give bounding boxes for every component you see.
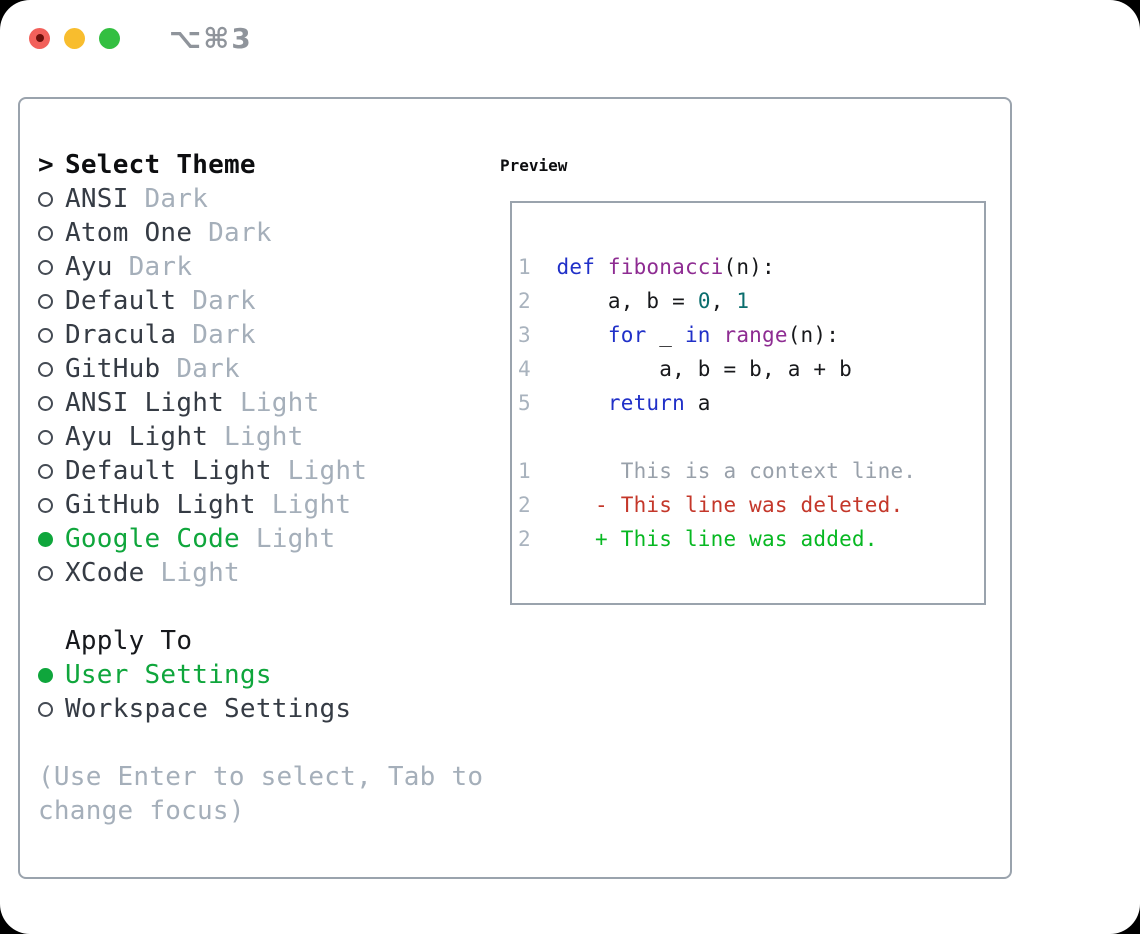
spacer-row	[20, 726, 498, 760]
option-label: Google Code	[65, 524, 240, 554]
theme-variant-label: Light	[144, 558, 240, 588]
preview-title: Preview	[500, 155, 568, 175]
theme-option[interactable]: ANSI Light Light	[20, 386, 498, 420]
preview-header: Preview	[500, 148, 567, 182]
theme-variant-label: Dark	[176, 320, 256, 350]
radio-icon	[38, 463, 53, 479]
unsaved-indicator-dot	[35, 34, 44, 42]
blank-line	[518, 420, 984, 454]
apply-to-title: Apply To	[65, 626, 193, 656]
titlebar: ⌥⌘3	[29, 22, 253, 55]
line-number: 5	[518, 391, 531, 415]
option-label: XCode	[65, 558, 145, 588]
select-theme-header: > Select Theme	[20, 148, 498, 182]
radio-icon	[38, 293, 53, 309]
theme-variant-label: Light	[271, 456, 368, 486]
spacer-row	[20, 590, 498, 624]
option-label: Workspace Settings	[65, 694, 352, 724]
code-line: 5 return a	[518, 391, 711, 415]
theme-option[interactable]: Ayu Light Light	[20, 420, 498, 454]
theme-option[interactable]: Dracula Dark	[20, 318, 498, 352]
radio-icon	[38, 429, 53, 445]
option-label: ANSI Light	[65, 388, 225, 418]
window-title: ⌥⌘3	[169, 21, 253, 55]
line-number: 2	[518, 289, 531, 313]
theme-option[interactable]: Ayu Dark	[20, 250, 498, 284]
close-button[interactable]	[29, 27, 50, 49]
radio-selected-icon	[38, 667, 53, 683]
theme-option[interactable]: ANSI Dark	[20, 182, 498, 216]
option-label: Dracula	[65, 320, 177, 350]
radio-icon	[38, 701, 53, 717]
theme-option[interactable]: Default Light Light	[20, 454, 498, 488]
theme-option[interactable]: XCode Light	[20, 556, 498, 590]
diff-line: 2 - This line was deleted.	[518, 493, 904, 517]
theme-variant-label: Light	[239, 524, 336, 554]
minimize-button[interactable]	[64, 27, 85, 49]
theme-option[interactable]: Default Dark	[20, 284, 498, 318]
diff-line: 2 + This line was added.	[518, 527, 878, 551]
radio-icon	[38, 361, 53, 377]
hint-text-line2: change focus)	[38, 796, 245, 826]
radio-icon	[38, 497, 53, 513]
theme-variant-label: Dark	[160, 354, 240, 384]
line-number: 2	[518, 527, 531, 551]
maximize-button[interactable]	[99, 27, 120, 49]
radio-icon	[38, 565, 53, 581]
radio-icon	[38, 395, 53, 411]
apply-option[interactable]: User Settings	[20, 658, 498, 692]
radio-icon	[38, 327, 53, 343]
code-line: 1 def fibonacci(n):	[518, 255, 775, 279]
line-number: 2	[518, 493, 531, 517]
option-label: Default Light	[65, 456, 272, 486]
apply-option[interactable]: Workspace Settings	[20, 692, 498, 726]
option-label: GitHub	[65, 354, 161, 384]
theme-variant-label: Dark	[192, 218, 272, 248]
line-number: 1	[518, 459, 531, 483]
preview-box: 1 def fibonacci(n): 2 a, b = 0, 1 3 for _ …	[510, 201, 986, 605]
theme-variant-label: Dark	[128, 184, 209, 214]
theme-variant-label: Light	[255, 490, 352, 520]
option-label: Ayu Light	[65, 422, 209, 452]
code-line: 3 for _ in range(n):	[518, 323, 840, 347]
preview-code: 1 def fibonacci(n): 2 a, b = 0, 1 3 for _ …	[518, 250, 984, 556]
theme-option[interactable]: GitHub Dark	[20, 352, 498, 386]
radio-icon	[38, 259, 53, 275]
theme-option[interactable]: Google Code Light	[20, 522, 498, 556]
theme-option[interactable]: Atom One Dark	[20, 216, 498, 250]
option-label: ANSI	[65, 184, 129, 214]
select-theme-title: Select Theme	[65, 150, 256, 180]
theme-variant-label: Light	[208, 422, 304, 452]
radio-icon	[38, 225, 53, 241]
line-number: 1	[518, 255, 531, 279]
diff-line: 1 This is a context line.	[518, 459, 917, 483]
theme-variant-label: Light	[224, 388, 320, 418]
option-label: Atom One	[65, 218, 193, 248]
option-label: User Settings	[65, 660, 272, 690]
prompt-caret-icon: >	[38, 150, 54, 180]
theme-option[interactable]: GitHub Light Light	[20, 488, 498, 522]
option-label: GitHub Light	[65, 490, 256, 520]
option-label: Ayu	[65, 252, 113, 282]
radio-icon	[38, 191, 53, 207]
apply-to-header: Apply To	[20, 624, 498, 658]
hint-text-line1: (Use Enter to select, Tab to	[38, 762, 484, 792]
theme-variant-label: Dark	[112, 252, 193, 282]
line-number: 3	[518, 323, 531, 347]
line-number: 4	[518, 357, 531, 381]
theme-variant-label: Dark	[176, 286, 256, 316]
radio-selected-icon	[38, 531, 53, 547]
code-line: 4 a, b = b, a + b	[518, 357, 852, 381]
code-line: 2 a, b = 0, 1	[518, 289, 750, 313]
option-label: Default	[65, 286, 177, 316]
